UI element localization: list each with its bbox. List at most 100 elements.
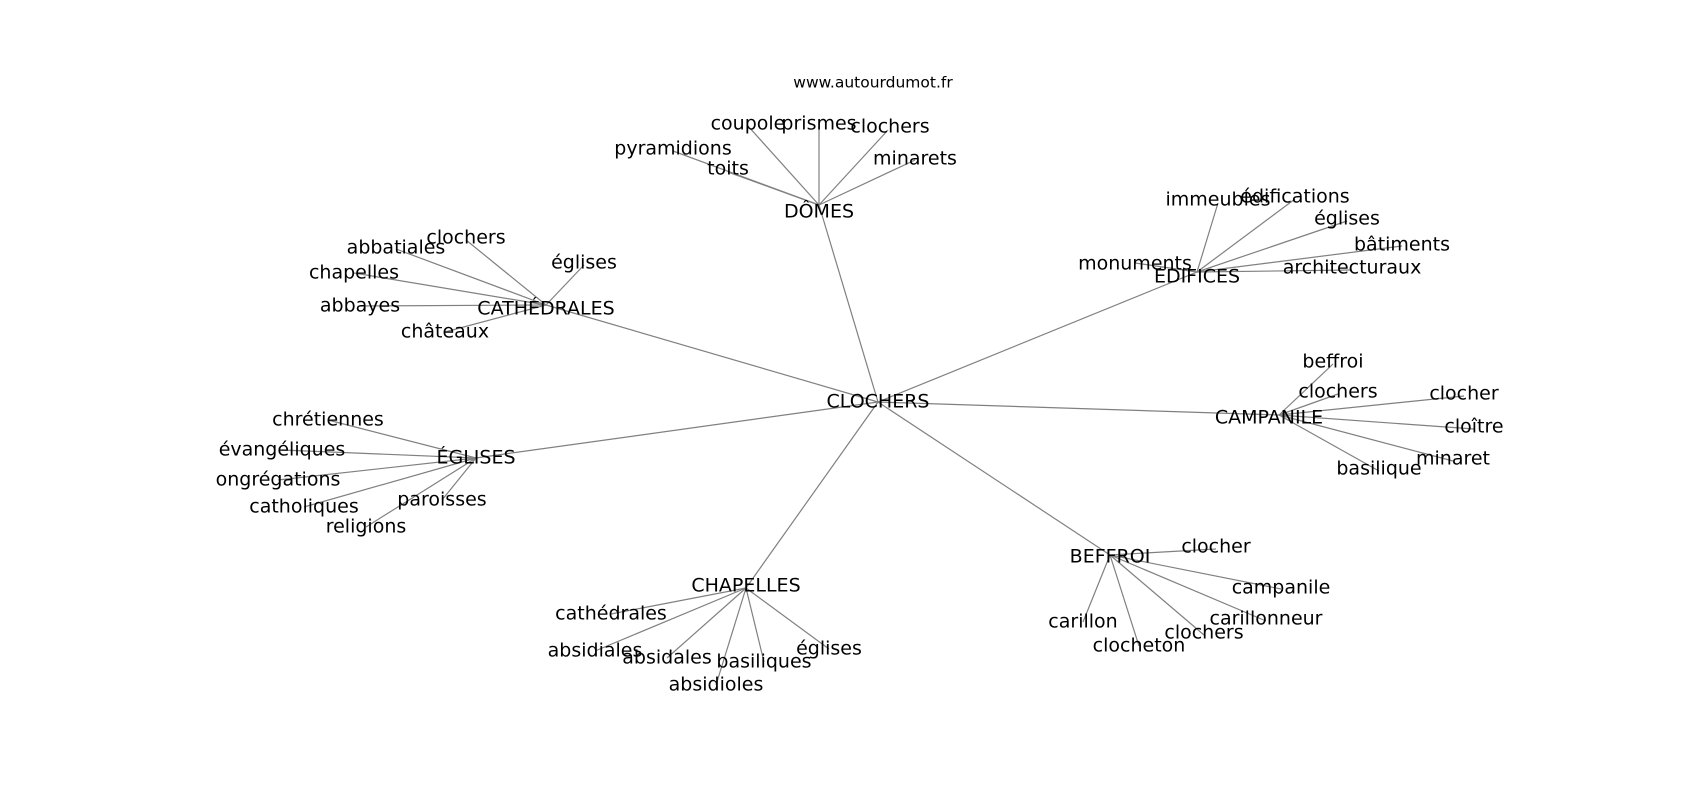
leaf-node: églises — [1314, 208, 1380, 230]
hub-to-leaf-edge — [365, 457, 477, 528]
hub-to-leaf-edge — [1278, 363, 1334, 416]
leaf-node: basilique — [1336, 458, 1421, 480]
center-to-hub-edge — [818, 204, 879, 403]
center-to-hub-edge — [545, 304, 879, 403]
hub-node: CATHÉDRALES — [477, 297, 614, 320]
center-to-hub-edge — [877, 401, 1111, 556]
hub-to-leaf-edge — [1134, 262, 1198, 273]
leaf-node: coupole — [711, 113, 786, 135]
leaf-node: châteaux — [401, 321, 489, 343]
leaf-node: chrétiennes — [272, 409, 384, 431]
center-node: CLOCHERS — [827, 391, 930, 413]
leaf-node: immeubles — [1166, 189, 1271, 211]
center-to-hub-edge — [475, 401, 879, 459]
hub-to-leaf-edge — [1278, 414, 1454, 462]
hub-to-leaf-edge — [818, 129, 889, 206]
leaf-node: cathédrales — [555, 603, 667, 625]
leaf-node: basiliques — [716, 651, 811, 673]
leaf-node: églises — [796, 638, 862, 660]
leaf-node: ongrégations — [216, 469, 341, 491]
leaf-node: clocher — [1429, 383, 1499, 405]
leaf-node: clocheton — [1093, 635, 1186, 657]
hub-to-leaf-edge — [1278, 414, 1475, 430]
leaf-node: absidioles — [669, 674, 764, 696]
leaf-node: abbayes — [320, 295, 400, 317]
hub-to-leaf-edge — [1109, 554, 1140, 647]
leaf-node: architecturaux — [1283, 257, 1422, 279]
hub-to-leaf-edge — [281, 449, 477, 459]
hub-to-leaf-edge — [1109, 554, 1205, 636]
hub-to-leaf-edge — [1109, 548, 1217, 556]
edges-layer — [277, 125, 1475, 686]
hub-to-leaf-edge — [745, 587, 765, 663]
leaf-node: toits — [707, 158, 749, 180]
leaf-node: églises — [551, 252, 617, 274]
leaf-node: cloître — [1444, 416, 1503, 438]
leaf-node: clocher — [1181, 536, 1251, 558]
leaf-node: monuments — [1078, 253, 1192, 275]
leaf-node: édifications — [1240, 186, 1349, 208]
leaf-node: clochers — [1164, 622, 1243, 644]
leaf-node: absidiales — [548, 640, 643, 662]
hub-to-leaf-edge — [465, 239, 547, 306]
leaf-node: pyramidions — [614, 138, 731, 160]
leaf-node: abbatiales — [347, 237, 446, 259]
leaf-node: campanile — [1232, 577, 1331, 599]
hub-to-leaf-edge — [1082, 554, 1111, 623]
hub-to-leaf-edge — [747, 125, 820, 206]
hub-to-leaf-edge — [1109, 554, 1282, 590]
center-to-hub-edge — [877, 401, 1280, 416]
hub-to-leaf-edge — [359, 304, 547, 307]
hub-node: ÉGLISES — [436, 446, 515, 469]
hub-to-leaf-edge — [1278, 393, 1339, 416]
hub-node: DÔMES — [784, 199, 854, 223]
hub-to-leaf-edge — [303, 457, 477, 508]
hub-to-leaf-edge — [441, 457, 477, 501]
hub-to-leaf-edge — [610, 587, 747, 615]
leaf-node: clochers — [1298, 381, 1377, 403]
hub-to-leaf-edge — [545, 264, 585, 306]
leaf-node: clochers — [426, 227, 505, 249]
leaf-node: prismes — [781, 113, 856, 135]
leaf-node: beffroi — [1302, 351, 1363, 373]
leaf-node: minaret — [1416, 448, 1490, 470]
center-to-hub-edge — [877, 271, 1198, 403]
hub-to-leaf-edge — [1109, 554, 1267, 622]
center-to-hub-edge — [745, 401, 879, 589]
hub-to-leaf-edge — [444, 304, 547, 333]
leaf-node: religions — [326, 516, 407, 538]
hub-node: BEFFROI — [1070, 546, 1151, 568]
leaf-node: paroisses — [397, 489, 486, 511]
hub-to-leaf-edge — [277, 457, 477, 481]
hub-to-leaf-edge — [1278, 395, 1465, 416]
hub-to-leaf-edge — [1196, 220, 1348, 273]
hub-to-leaf-edge — [1196, 198, 1296, 273]
leaf-node: catholiques — [249, 496, 358, 518]
leaf-node: chapelles — [309, 262, 399, 284]
leaf-node: clochers — [850, 116, 929, 138]
hub-to-leaf-edge — [353, 272, 547, 306]
leaf-node: absidales — [622, 647, 711, 669]
hub-to-leaf-edge — [1196, 245, 1403, 273]
hub-to-leaf-edge — [727, 171, 820, 206]
leaf-node: carillon — [1048, 611, 1117, 633]
hub-to-leaf-edge — [1278, 414, 1380, 472]
hub-to-leaf-edge — [745, 587, 830, 650]
hub-node: EDIFICES — [1154, 266, 1240, 288]
hub-to-leaf-edge — [666, 587, 747, 659]
hub-to-leaf-edge — [1196, 269, 1353, 273]
hub-to-leaf-edge — [594, 587, 747, 652]
hub-to-leaf-edge — [715, 587, 747, 686]
labels-layer: www.autourdumot.fr CLOCHERS DÔMES coupole… — [216, 74, 1504, 696]
hub-to-leaf-edge — [327, 419, 477, 459]
hub-node: CHAPELLES — [691, 575, 800, 597]
source-url: www.autourdumot.fr — [793, 74, 953, 92]
leaf-node: carillonneur — [1210, 608, 1323, 630]
hub-to-leaf-edge — [395, 248, 547, 306]
hub-node: CAMPANILE — [1215, 407, 1323, 429]
leaf-node: bâtiments — [1354, 234, 1450, 256]
hub-to-leaf-edge — [818, 159, 916, 206]
leaf-node: évangéliques — [219, 439, 346, 461]
leaf-node: minarets — [873, 148, 957, 170]
